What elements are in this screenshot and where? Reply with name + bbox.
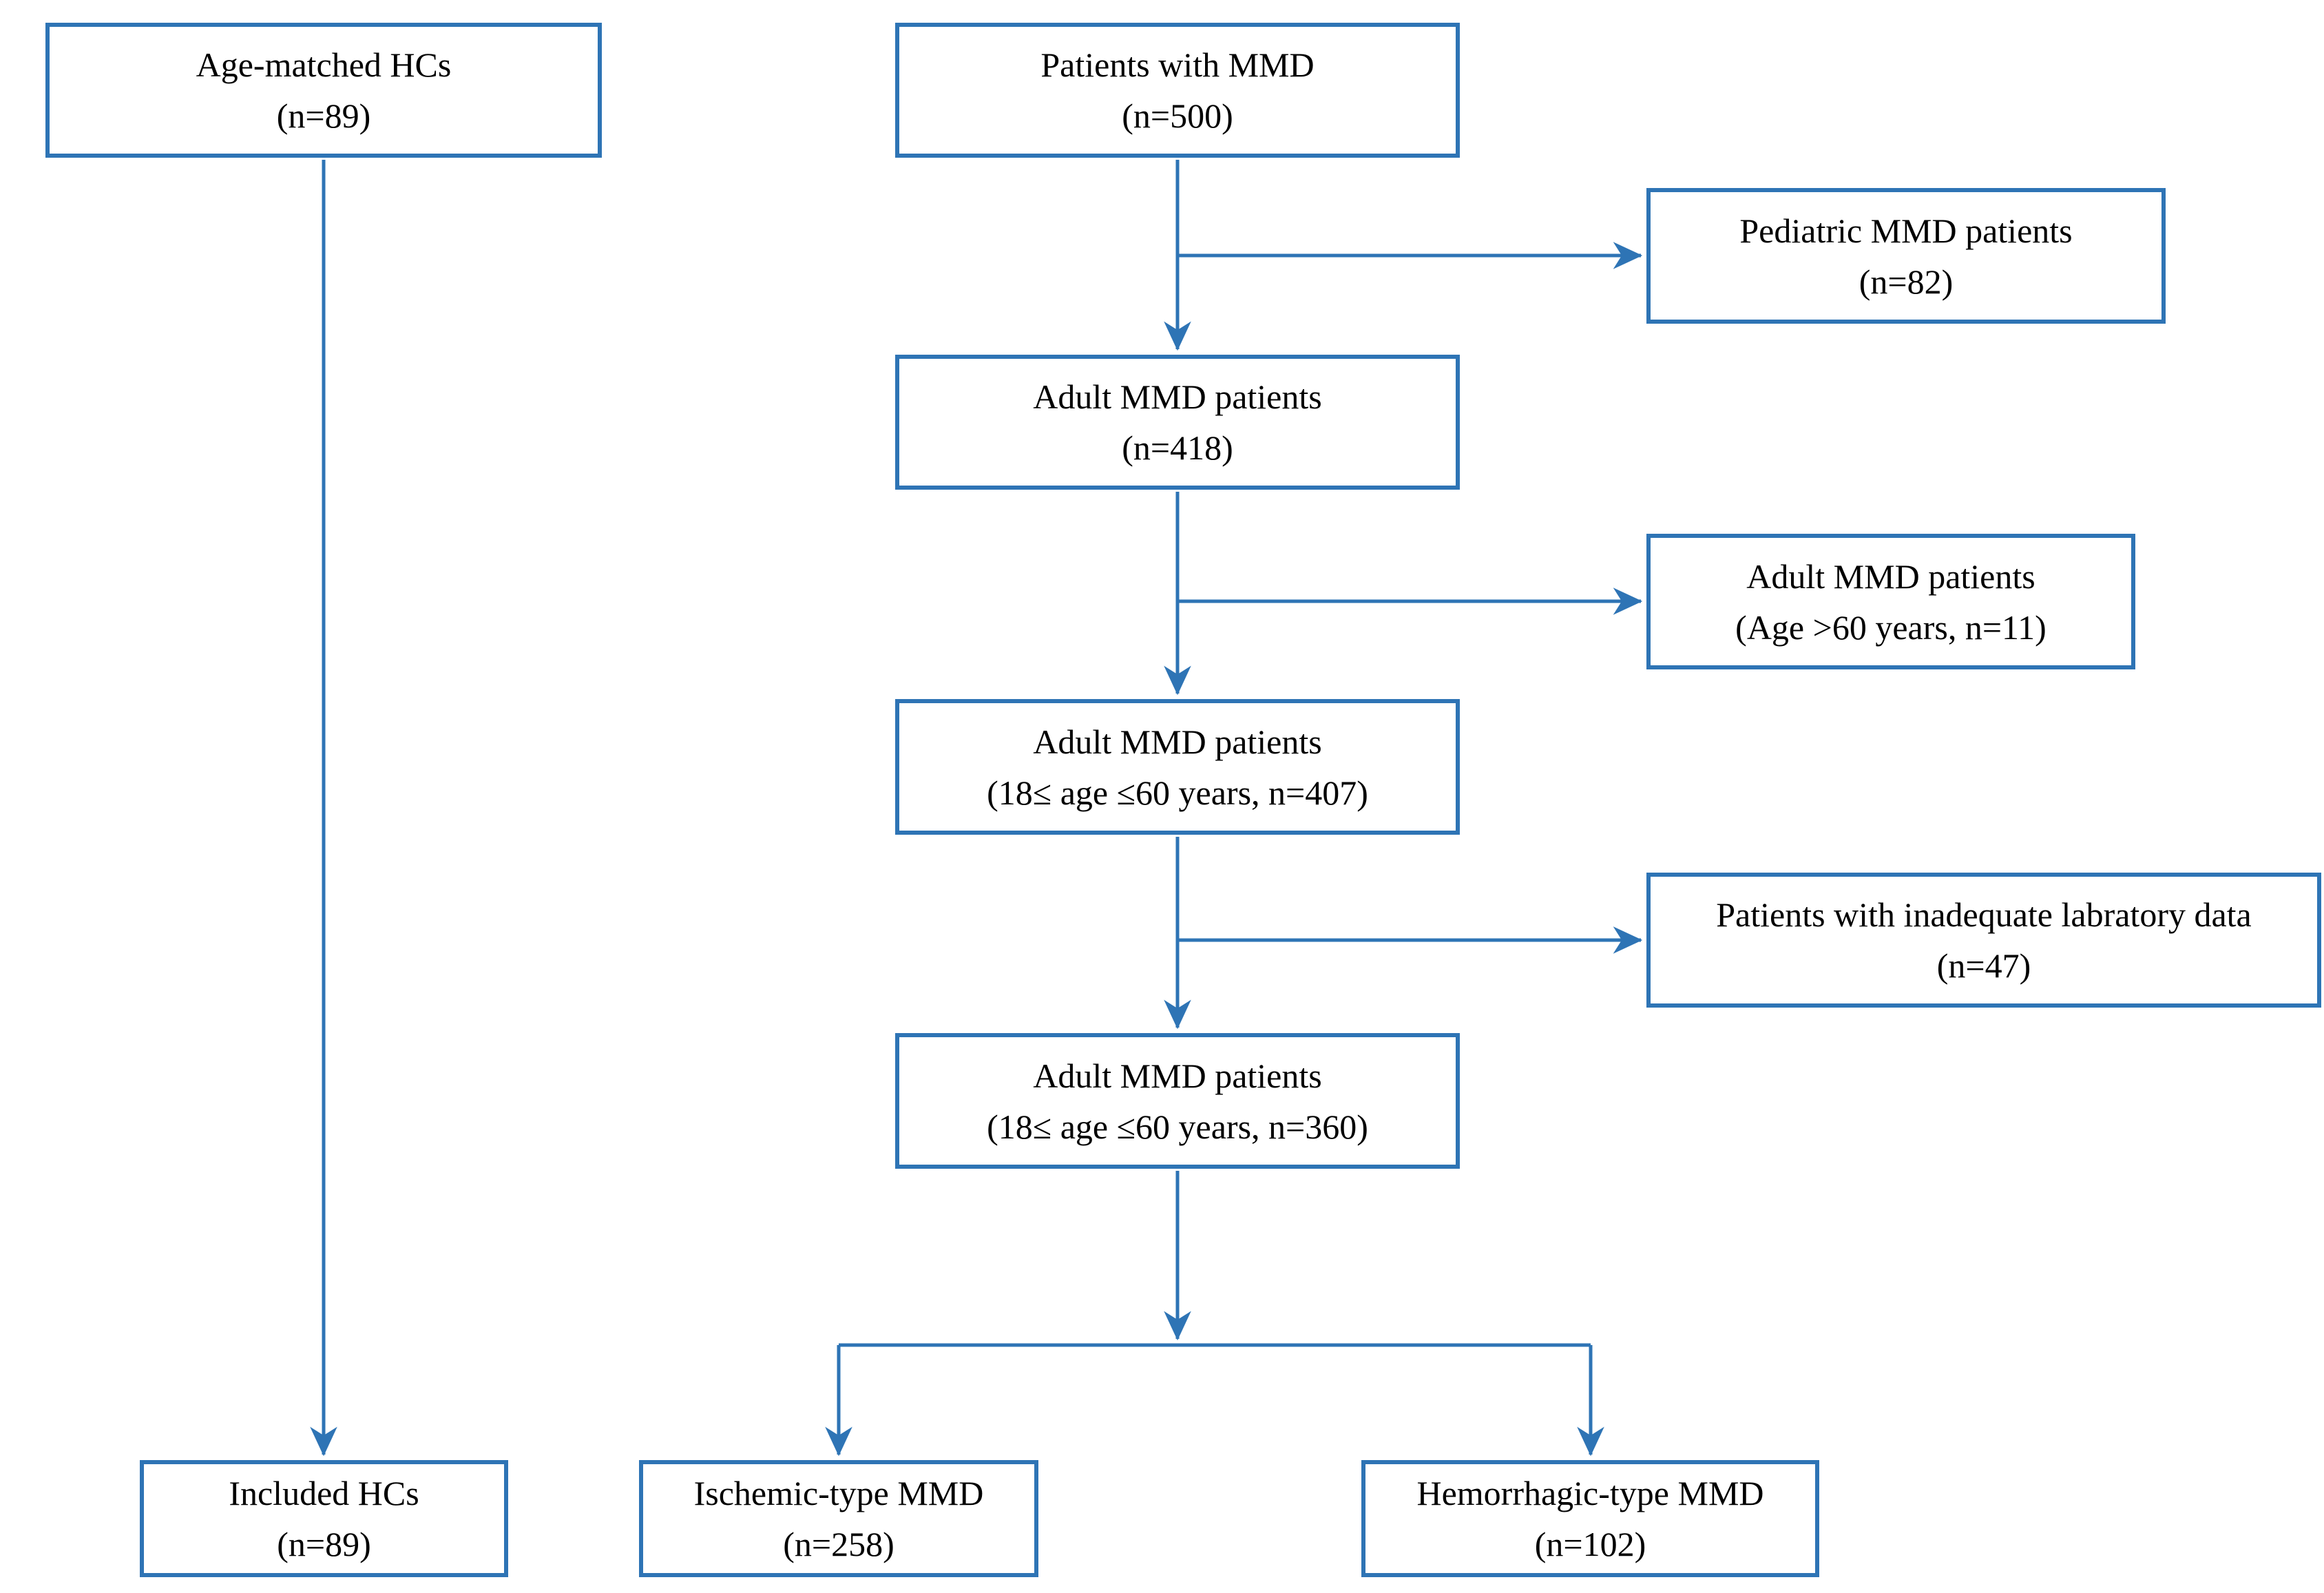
box-pediatric-mmd: Pediatric MMD patients (n=82) — [1646, 188, 2166, 324]
box-count: (n=47) — [1936, 946, 2031, 985]
box-count: (18≤ age ≤60 years, n=360) — [987, 1107, 1368, 1146]
box-label: Adult MMD patients — [1746, 556, 2035, 596]
box-patients-with-mmd: Patients with MMD (n=500) — [895, 23, 1460, 158]
box-count: (n=82) — [1859, 262, 1954, 301]
box-included-hcs: Included HCs (n=89) — [140, 1460, 508, 1577]
box-adult-mmd-407: Adult MMD patients (18≤ age ≤60 years, n… — [895, 699, 1460, 835]
box-count: (n=89) — [277, 1525, 371, 1563]
box-label: Age-matched HCs — [196, 45, 452, 84]
box-adult-mmd-418: Adult MMD patients (n=418) — [895, 355, 1460, 490]
box-ischemic-type-mmd: Ischemic-type MMD (n=258) — [639, 1460, 1038, 1577]
box-count: (Age >60 years, n=11) — [1735, 607, 2046, 647]
box-count: (n=258) — [783, 1525, 894, 1563]
box-label: Included HCs — [229, 1474, 419, 1512]
box-age-matched-hcs: Age-matched HCs (n=89) — [45, 23, 602, 158]
box-label: Adult MMD patients — [1033, 722, 1322, 761]
box-inadequate-laboratory-data: Patients with inadequate labratory data … — [1646, 873, 2321, 1008]
box-count: (n=418) — [1122, 428, 1233, 467]
box-label: Adult MMD patients — [1033, 377, 1322, 416]
box-count: (n=500) — [1122, 96, 1233, 135]
box-adult-mmd-over-60: Adult MMD patients (Age >60 years, n=11) — [1646, 534, 2135, 669]
box-label: Adult MMD patients — [1033, 1056, 1322, 1095]
box-label: Pediatric MMD patients — [1739, 211, 2073, 250]
box-label: Hemorrhagic-type MMD — [1416, 1474, 1764, 1512]
box-count: (n=89) — [276, 96, 371, 135]
box-hemorrhagic-type-mmd: Hemorrhagic-type MMD (n=102) — [1361, 1460, 1819, 1577]
box-adult-mmd-360: Adult MMD patients (18≤ age ≤60 years, n… — [895, 1033, 1460, 1169]
box-label: Patients with MMD — [1040, 45, 1315, 84]
box-count: (n=102) — [1534, 1525, 1646, 1563]
box-label: Patients with inadequate labratory data — [1716, 895, 2252, 934]
box-count: (18≤ age ≤60 years, n=407) — [987, 773, 1368, 812]
box-label: Ischemic-type MMD — [693, 1474, 984, 1512]
